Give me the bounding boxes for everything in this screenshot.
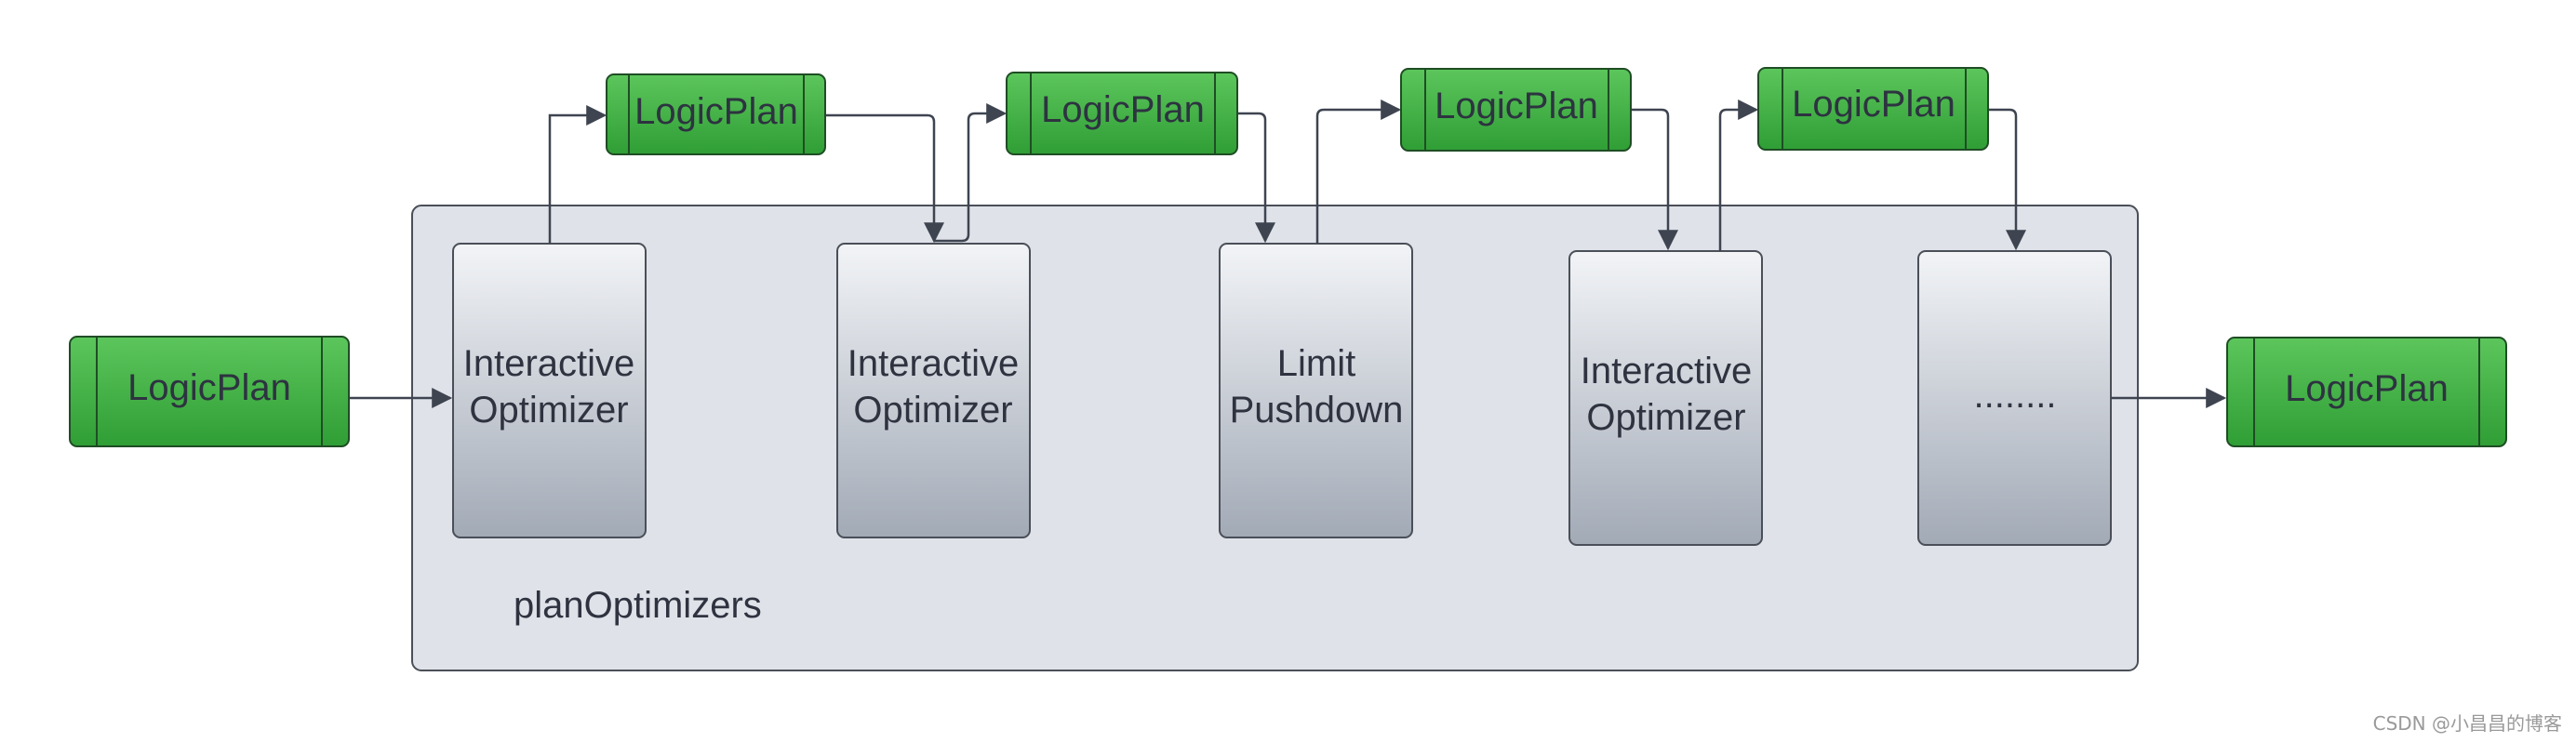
logic-plan-1: LogicPlan <box>606 73 826 155</box>
optimizer-label-line2: Optimizer <box>1586 397 1745 438</box>
optimizer-box-1: Interactive Optimizer <box>452 243 647 538</box>
input-logic-plan: LogicPlan <box>69 336 350 447</box>
optimizer-label-line2: Optimizer <box>469 390 628 431</box>
edge-plan3-to-opt4 <box>1631 108 1678 251</box>
logic-plan-4: LogicPlan <box>1757 67 1989 151</box>
optimizer-label-ellipsis: ........ <box>1974 375 2057 416</box>
edge-opt1-to-plan1 <box>548 105 607 244</box>
logic-plan-2-label: LogicPlan <box>1041 89 1205 130</box>
edge-opt3-to-plan3 <box>1315 100 1402 244</box>
output-logic-plan-label: LogicPlan <box>2285 368 2449 409</box>
edge-plan4-to-opt5 <box>1988 108 2026 251</box>
optimizer-label-line2: Pushdown <box>1230 390 1404 431</box>
edge-plan2-to-opt3 <box>1237 112 1275 244</box>
logic-plan-1-label: LogicPlan <box>634 91 798 132</box>
logic-plan-3: LogicPlan <box>1400 68 1632 152</box>
edge-plan1-to-opt2 <box>825 113 944 244</box>
optimizer-label-line1: Interactive <box>848 343 1020 384</box>
csdn-watermark: CSDN @小昌昌的博客 <box>2373 712 2562 735</box>
optimizer-label-line1: Interactive <box>1581 351 1753 391</box>
optimizer-label-line1: Limit <box>1277 343 1355 384</box>
edge-opt2-to-plan2 <box>934 103 1008 243</box>
edges <box>350 100 2227 408</box>
plan-optimizers-label: planOptimizers <box>514 585 762 626</box>
logic-plan-3-label: LogicPlan <box>1435 86 1598 126</box>
output-logic-plan: LogicPlan <box>2226 337 2507 447</box>
optimizer-box-5: ........ <box>1917 250 2112 546</box>
logic-plan-2: LogicPlan <box>1006 72 1238 155</box>
optimizer-box-2: Interactive Optimizer <box>836 243 1031 538</box>
optimizer-label-line2: Optimizer <box>853 390 1012 431</box>
optimizer-box-3: Limit Pushdown <box>1219 243 1413 538</box>
edge-opt4-to-plan4 <box>1718 100 1759 251</box>
input-logic-plan-label: LogicPlan <box>127 367 291 408</box>
optimizer-label-line1: Interactive <box>463 343 635 384</box>
optimizer-box-4: Interactive Optimizer <box>1568 250 1763 546</box>
logic-plan-4-label: LogicPlan <box>1792 84 1955 125</box>
